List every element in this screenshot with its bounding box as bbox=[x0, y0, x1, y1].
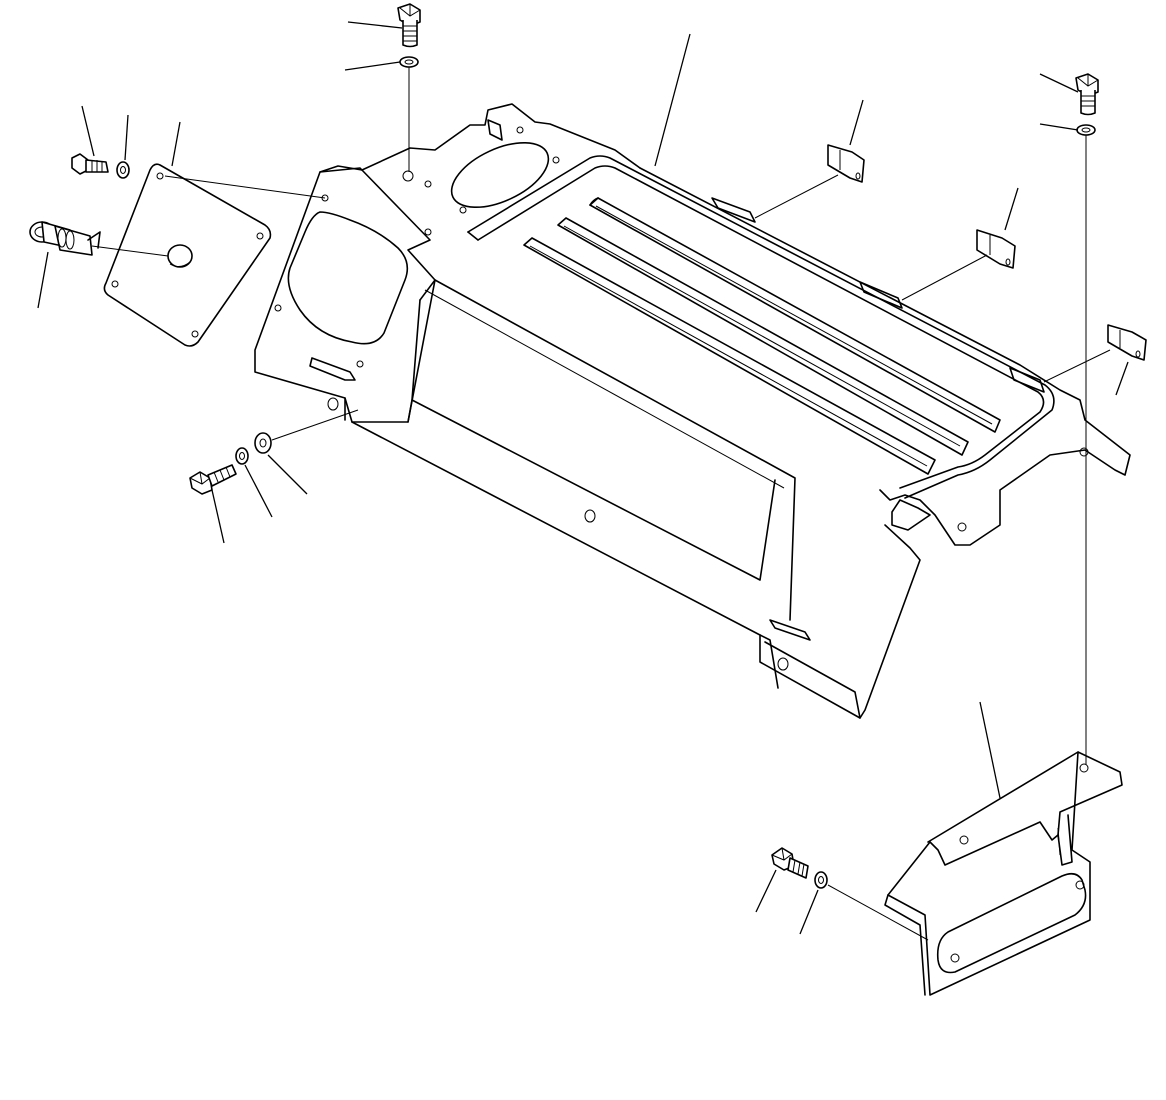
bolt-left bbox=[71, 153, 109, 175]
assembly-lines bbox=[91, 67, 1111, 941]
washer-lower-left-small bbox=[235, 447, 249, 465]
connector-fitting bbox=[29, 221, 101, 256]
washer-lower-left-large bbox=[254, 432, 272, 454]
bolt-top-right bbox=[1075, 73, 1099, 116]
side-access-plate bbox=[103, 163, 272, 347]
callout-leaders bbox=[37, 21, 1129, 935]
washer-bracket bbox=[814, 871, 828, 889]
clip-nut-3 bbox=[1107, 324, 1147, 361]
bolt-lower-left bbox=[189, 464, 237, 495]
mounting-bracket bbox=[884, 751, 1123, 996]
bolt-bracket bbox=[771, 847, 809, 879]
washer-top bbox=[399, 56, 419, 68]
bolt-top bbox=[397, 3, 421, 48]
washer-left bbox=[116, 161, 130, 179]
clip-nut-2 bbox=[976, 229, 1016, 269]
grommet bbox=[167, 244, 193, 268]
washer-top-right bbox=[1076, 124, 1096, 136]
main-cover-panel bbox=[254, 103, 1131, 719]
clip-nut-1 bbox=[827, 144, 865, 183]
